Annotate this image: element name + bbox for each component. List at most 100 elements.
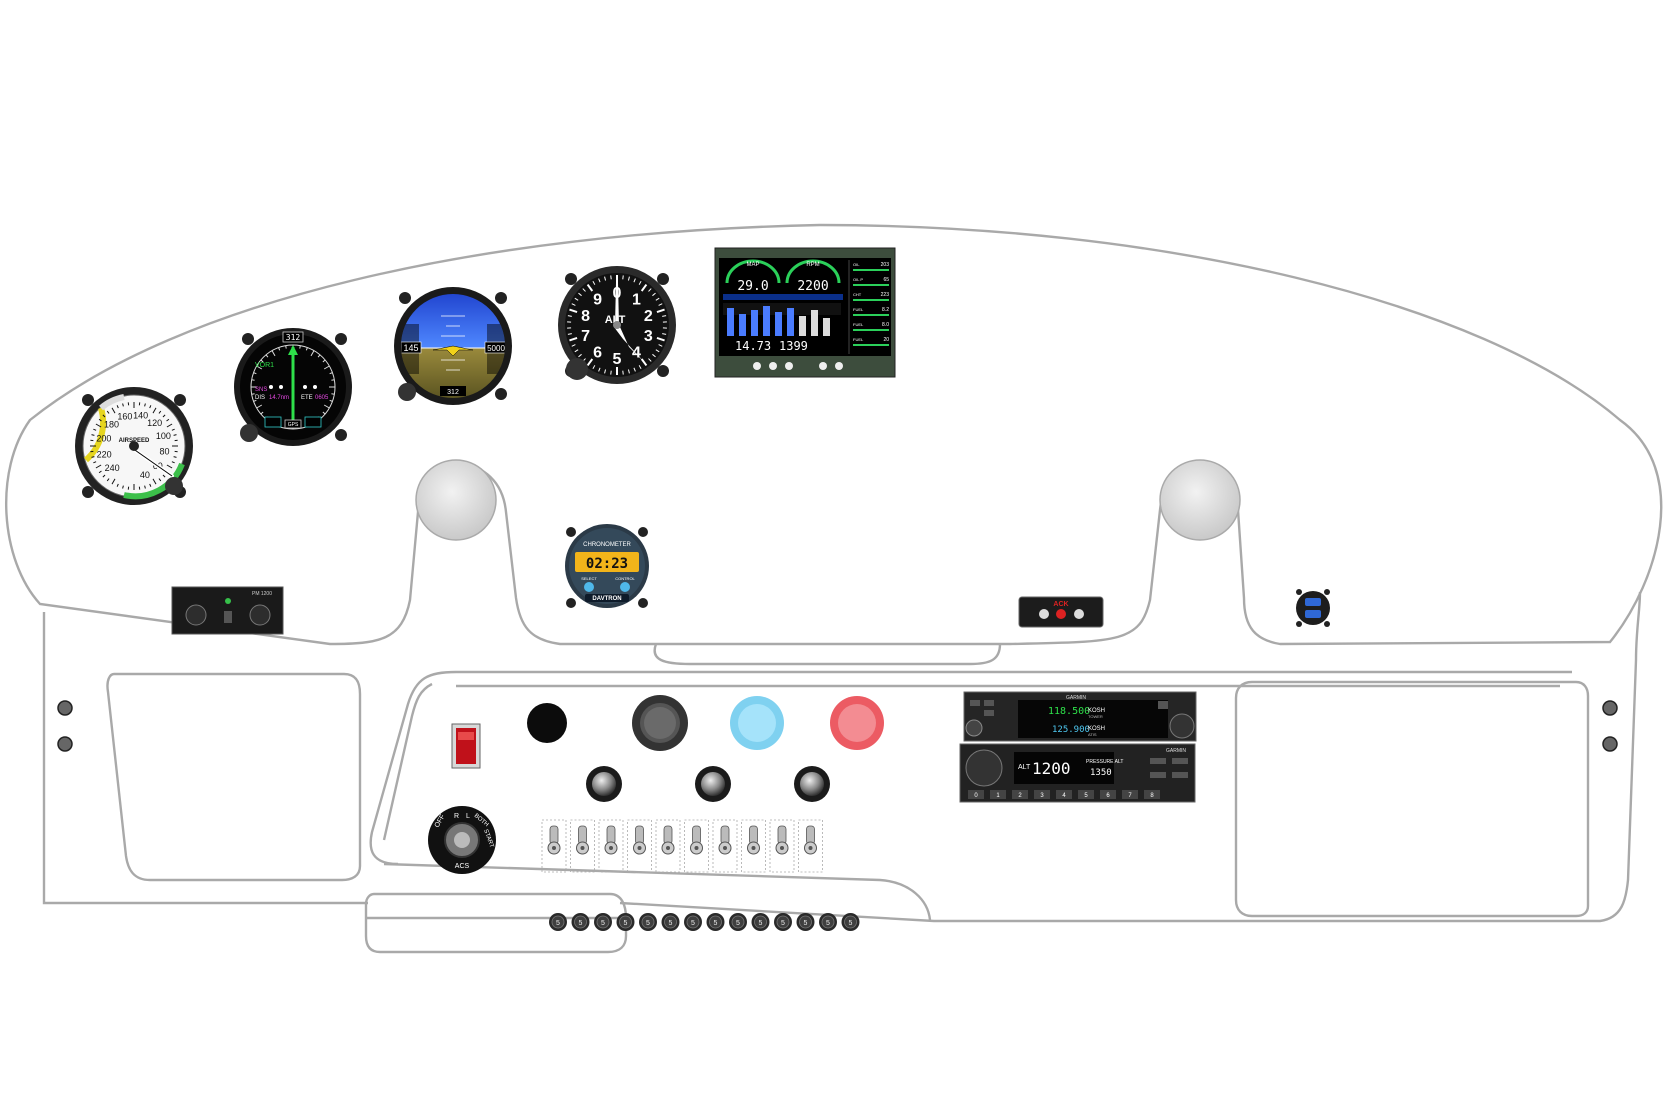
- airspeed-number: 220: [97, 449, 112, 459]
- chronometer[interactable]: CHRONOMETER 02:23 SELECT CONTROL DAVTRON: [565, 524, 649, 608]
- toggle-switch[interactable]: [541, 819, 567, 873]
- attitude-indicator[interactable]: 145 5000 312: [393, 286, 513, 408]
- tick: [571, 303, 576, 306]
- ems-egt-bars: [727, 306, 830, 336]
- circuit-breaker[interactable]: 5: [594, 913, 612, 931]
- ignition-switch[interactable]: OFF R L BOTH START ACS: [428, 806, 496, 874]
- airspeed-knob[interactable]: [165, 477, 183, 495]
- xpdr-knob[interactable]: [965, 749, 1003, 787]
- circuit-breaker[interactable]: 5: [751, 913, 770, 931]
- chrono-control-button[interactable]: [620, 582, 630, 592]
- toggle-switch[interactable]: [712, 819, 738, 873]
- ack-elt-panel[interactable]: ACK: [1018, 596, 1104, 628]
- hsi-dis-value: 14.7nm: [269, 395, 289, 401]
- toggle-switch[interactable]: [627, 819, 652, 873]
- intercom-copilot-knob[interactable]: [249, 604, 271, 626]
- intercom-panel[interactable]: PM 1200: [171, 586, 284, 635]
- throttle-knob[interactable]: [632, 695, 688, 751]
- tick: [633, 367, 636, 372]
- toggle-switch[interactable]: [684, 819, 709, 873]
- tick: [569, 337, 578, 342]
- hsi-knob[interactable]: [240, 424, 258, 442]
- airspeed-indicator[interactable]: 240220200180160140120100806040 AIRSPEED: [75, 387, 193, 505]
- usb-port-1[interactable]: [1305, 598, 1321, 606]
- tick: [323, 365, 330, 370]
- usb-charger[interactable]: [1296, 589, 1330, 627]
- tick: [567, 333, 572, 335]
- xpdr-right-buttons[interactable]: [1150, 758, 1188, 778]
- tick: [586, 283, 594, 292]
- adi-speed: 145: [403, 343, 418, 353]
- circuit-breaker[interactable]: 5: [774, 913, 792, 931]
- circuit-breaker[interactable]: 5: [639, 913, 657, 931]
- xpdr-code-button[interactable]: 7: [1122, 790, 1138, 799]
- ack-test-button[interactable]: [1039, 609, 1049, 619]
- com-left-buttons[interactable]: [970, 700, 994, 716]
- mixture-knob[interactable]: [830, 696, 884, 750]
- intercom-pilot-knob[interactable]: [185, 604, 207, 626]
- com-swap-button[interactable]: [1158, 701, 1168, 709]
- small-knob-3[interactable]: [794, 766, 830, 802]
- circuit-breaker[interactable]: 5: [706, 913, 725, 931]
- tick: [582, 288, 586, 292]
- toggle-switch[interactable]: [798, 819, 823, 873]
- com-radio[interactable]: GARMIN 118.500 KOSH TOWER 125.900 KOSH A…: [963, 691, 1197, 742]
- xpdr-code-button[interactable]: 2: [1012, 790, 1028, 799]
- tick: [122, 403, 124, 407]
- ack-reset-button[interactable]: [1074, 609, 1084, 619]
- com-volume-knob[interactable]: [965, 719, 983, 737]
- hsi-indicator[interactable]: 312 VOR1 SNS DIS 14.7nm ETE 0605 GPS: [234, 328, 352, 446]
- circuit-breaker[interactable]: 5: [684, 913, 702, 931]
- toggle-switch[interactable]: [570, 819, 595, 873]
- breaker-label: 5: [691, 920, 695, 927]
- white-arc: [99, 394, 125, 411]
- tick: [317, 354, 321, 358]
- toggle-switch[interactable]: [655, 819, 681, 873]
- xpdr-code-button[interactable]: 5: [1078, 790, 1094, 799]
- usb-port-2[interactable]: [1305, 610, 1321, 618]
- circuit-breaker[interactable]: 5: [729, 913, 747, 931]
- xpdr-code-button[interactable]: 6: [1100, 790, 1116, 799]
- breaker-label: 5: [601, 920, 605, 927]
- altimeter[interactable]: 0123456789 ALT: [558, 266, 676, 384]
- adi-knob[interactable]: [398, 383, 416, 401]
- xpdr-code-button[interactable]: 1: [990, 790, 1006, 799]
- tick: [604, 276, 607, 281]
- circuit-breaker[interactable]: 5: [841, 913, 860, 931]
- xpdr-code-button[interactable]: 3: [1034, 790, 1050, 799]
- toggle-switch[interactable]: [741, 819, 766, 873]
- circuit-breaker[interactable]: 5: [549, 913, 567, 931]
- circuit-breaker[interactable]: 5: [819, 913, 837, 931]
- prop-knob[interactable]: [730, 696, 784, 750]
- ems-side-label: FUEL: [853, 322, 864, 327]
- tick: [662, 315, 667, 317]
- xpdr-code-button[interactable]: 4: [1056, 790, 1072, 799]
- circuit-breaker[interactable]: 5: [616, 913, 635, 931]
- tick: [278, 347, 281, 351]
- intercom-mode-switch[interactable]: [224, 611, 232, 623]
- master-switch[interactable]: [451, 723, 481, 769]
- circuit-breaker[interactable]: 5: [796, 913, 815, 931]
- small-knob-2[interactable]: [695, 766, 731, 802]
- ems-buttons[interactable]: [753, 362, 843, 370]
- altimeter-knob[interactable]: [566, 358, 588, 380]
- xpdr-code-button[interactable]: 8: [1144, 790, 1160, 799]
- circuit-breaker[interactable]: 5: [571, 913, 590, 931]
- circuit-breaker[interactable]: 5: [661, 913, 680, 931]
- ems-status-bar: [723, 294, 843, 300]
- tick: [152, 407, 157, 414]
- small-knob-1[interactable]: [586, 766, 622, 802]
- panel-light-knob[interactable]: [527, 703, 567, 743]
- chrono-select-button[interactable]: [584, 582, 594, 592]
- toggle-switch[interactable]: [598, 819, 624, 873]
- hsi-crs-box: [304, 416, 322, 428]
- toggle-switch[interactable]: [769, 819, 795, 873]
- tick: [578, 353, 582, 358]
- xpdr-code-button[interactable]: 0: [968, 790, 984, 799]
- com-freq-knob[interactable]: [1169, 713, 1195, 739]
- left-yoke-dome: [415, 459, 497, 541]
- tick: [95, 464, 102, 469]
